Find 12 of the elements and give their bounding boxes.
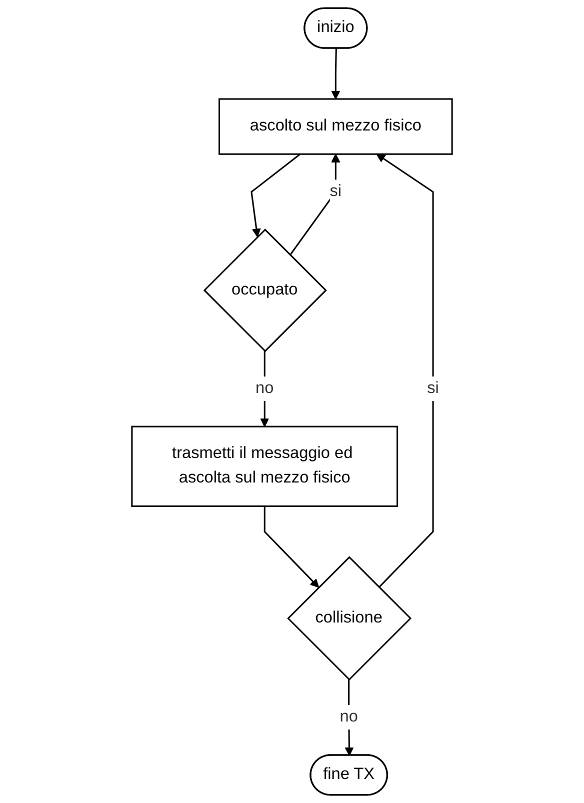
arrow — [331, 48, 340, 100]
arrow — [376, 154, 434, 588]
node-diamond: collisione — [287, 556, 412, 681]
edge-label: si — [330, 182, 342, 200]
node-box: trasmetti il messaggio ed ascolta sul mezzo fisico — [131, 426, 398, 507]
edge-label: si — [427, 380, 439, 397]
node-diamond: occupato — [203, 228, 327, 352]
edge-label: no — [256, 380, 274, 397]
node-box: ascolto sul mezzo fisico — [218, 98, 453, 155]
arrow — [264, 506, 320, 588]
edge-label: no — [340, 708, 358, 726]
arrow — [250, 154, 301, 238]
